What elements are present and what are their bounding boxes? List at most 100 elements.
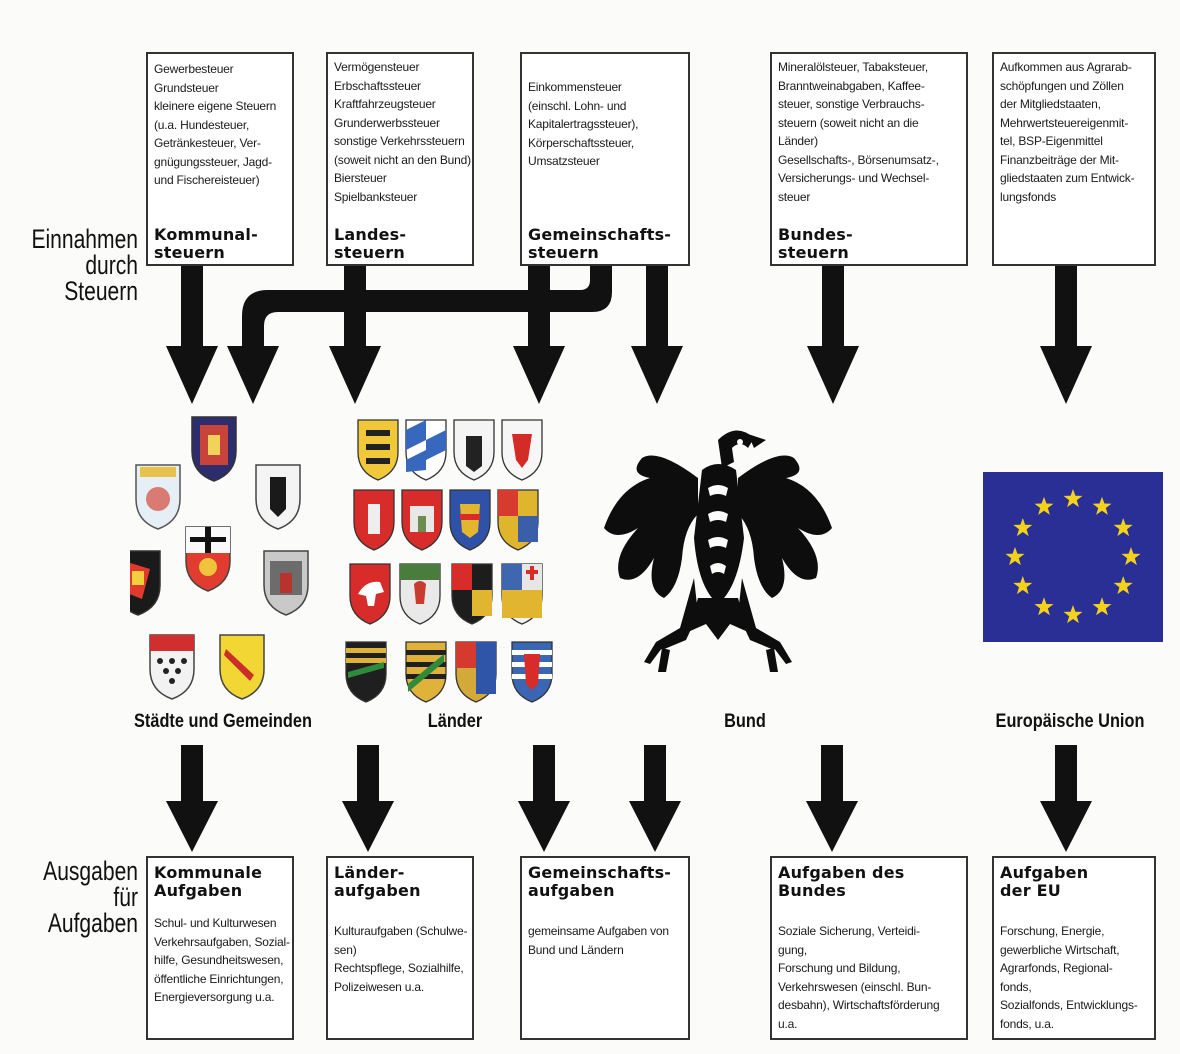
municipal-tasks-heading: Kommunale Aufgaben [154,864,288,900]
spending-side-label: Ausgaben für Aufgaben [30,856,139,938]
task-item: fonds, [1000,979,1032,994]
eu-flag-icon [983,472,1163,642]
tax-item: Einkommensteuer [528,80,622,94]
tax-item: steuern (soweit nicht an die [778,115,919,130]
coat-of-arms-icon [349,563,391,625]
municipal-tasks-box: Kommunale Aufgaben Schul- und Kulturwese… [146,856,294,1040]
task-item: hilfe, Gesundheitswesen, [154,953,284,967]
task-item: u.a. [778,1016,798,1031]
municipal-taxes-box: Gewerbesteuer Grundsteuer kleinere eigen… [146,52,294,266]
state-crests [345,419,553,703]
tax-item: (einschl. Lohn- und [528,98,627,113]
federal-eagle-icon [604,430,832,672]
heading-line: Kommunale [154,863,263,882]
tax-item: der Mitgliedstaaten, [1000,97,1101,111]
heading-line: steuern [778,243,849,262]
task-item: gemeinsame Aufgaben von [528,924,669,938]
tax-item: Körperschaftssteuer, [528,135,635,150]
eu-star-icon [1063,489,1083,508]
arrow-federal-to-federal-tasks [806,745,858,852]
tax-item: Gewerbesteuer [154,62,234,76]
spending-label-line: für [113,882,138,912]
heading-line: Bundes- [778,225,853,244]
federal-tasks-heading: Aufgaben des Bundes [778,864,962,900]
joint-tasks-heading: Gemeinschafts- aufgaben [528,864,684,900]
arrow-eu-revenue-to-eu [1040,266,1092,404]
tax-item: Aufkommen aus Agrarab- [1000,60,1132,74]
eu-star-icon [1013,518,1033,537]
joint-taxes-box: Einkommensteuer (einschl. Lohn- und Kapi… [520,52,690,266]
heading-line: steuern [528,243,599,262]
tax-item: Vermögensteuer [334,60,420,74]
eu-star-icon [1034,496,1054,515]
level-label-federal: Bund [724,711,766,732]
spending-label-line: Ausgaben [43,856,139,886]
income-label-line: durch [85,250,138,280]
heading-line: steuern [334,243,405,262]
tax-item: tel, BSP-Eigenmittel [1000,134,1103,148]
coat-of-arms-icon [185,526,231,592]
coat-of-arms-icon [453,419,495,481]
coat-of-arms-icon [191,416,237,482]
tax-item: lungsfonds [1000,189,1057,204]
municipal-crests [130,416,309,700]
federal-taxes-box: Mineralölsteuer, Tabaksteuer, Branntwein… [770,52,968,266]
heading-line: Landes- [334,225,407,244]
spending-label-line: Aufgaben [47,908,138,938]
tax-item: Umsatzsteuer [528,154,600,168]
joint-taxes-heading: Gemeinschafts- steuern [528,226,684,262]
tax-item: Kapitalertragssteuer), [528,117,639,131]
coat-of-arms-icon [263,550,309,616]
task-item: desbahn), Wirtschaftsförderung [778,998,940,1012]
task-item: Schul- und Kulturwesen [154,916,277,930]
tax-item: sonstige Verkehrssteuern [334,134,465,148]
joint-tasks-list: gemeinsame Aufgaben von Bund und Ländern [528,922,682,959]
tax-item: Spielbanksteuer [334,189,418,204]
eu-star-icon [1063,605,1083,624]
coat-of-arms-icon [353,489,395,551]
heading-line: Kommunal- [154,225,258,244]
eu-star-icon [1121,547,1141,566]
tax-item: Länder) [778,134,818,148]
tax-item: (soweit nicht an den Bund) [334,152,471,167]
task-item: sen) [334,942,357,957]
task-item: Polizeiwesen u.a. [334,979,424,994]
heading-line: Aufgaben des [778,863,905,882]
income-label-line: Steuern [64,276,138,306]
federal-taxes-list: Mineralölsteuer, Tabaksteuer, Branntwein… [778,58,960,206]
level-label-states: Länder [427,711,483,732]
tax-item: und Fischereisteuer) [154,173,260,187]
tax-item: Finanzbeiträge der Mit- [1000,152,1119,167]
coat-of-arms-icon [135,464,181,530]
arrow-municipalities-to-municipal-tasks [166,745,218,852]
arrow-joint-taxes-to-federal [631,266,683,404]
state-tasks-list: Kulturaufgaben (Schulwe- sen) Rechtspfle… [334,922,468,996]
task-item: Sozialfonds, Entwicklungs- [1000,998,1138,1012]
tax-item: steuer, sonstige Verbrauchs- [778,97,925,111]
tax-item: kleinere eigene Steuern [154,99,277,113]
heading-line: Aufgaben [154,881,243,900]
arrow-federal-taxes-to-federal [807,266,859,404]
eu-star-icon [1013,576,1033,595]
coat-of-arms-icon [451,563,493,625]
task-item: Kulturaufgaben (Schulwe- [334,924,468,938]
heading-line: steuern [154,243,225,262]
tax-item: Kraftfahrzeugsteuer [334,97,436,111]
state-taxes-box: Vermögensteuer Erbschaftssteuer Kraftfah… [326,52,474,266]
municipal-taxes-heading: Kommunal- steuern [154,226,288,262]
arrow-state-taxes-to-states [329,266,381,404]
coat-of-arms-icon [501,419,543,481]
joint-taxes-list: Einkommensteuer (einschl. Lohn- und Kapi… [528,78,682,171]
heading-line: Gemeinschafts- [528,863,672,882]
task-item: Forschung und Bildung, [778,961,901,975]
coat-of-arms-icon [255,464,301,530]
coat-of-arms-icon [501,563,543,625]
arrow-states-to-joint-tasks [518,745,570,852]
tax-item: Gesellschafts-, Börsenumsatz-, [778,152,939,167]
tax-item: gnügungssteuer, Jagd- [154,154,272,169]
heading-line: aufgaben [528,881,615,900]
arrow-federal-to-joint-tasks [629,745,681,852]
eu-star-icon [1092,597,1112,616]
federal-tasks-box: Aufgaben des Bundes Soziale Sicherung, V… [770,856,968,1040]
